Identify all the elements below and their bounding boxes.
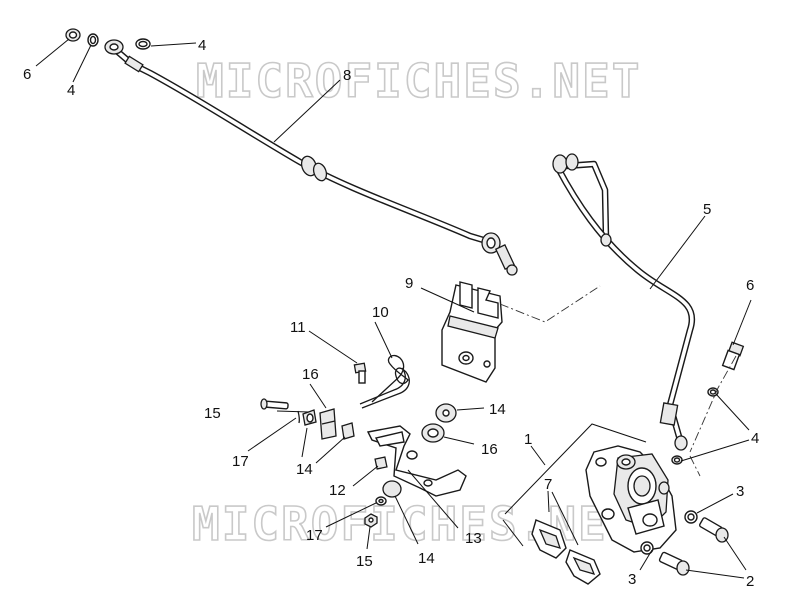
watermark-top: MICROFICHES.NET — [196, 54, 641, 108]
caliper-bolt-part — [658, 551, 690, 576]
washer-part — [375, 496, 387, 506]
part-label-3: 3 — [628, 571, 636, 588]
brake-caliper-part — [585, 445, 677, 553]
rear-brake-hose-part — [552, 153, 696, 451]
part-label-9: 9 — [405, 275, 413, 292]
part-label-3: 3 — [736, 483, 744, 500]
part-label-15: 15 — [356, 553, 373, 570]
part-label-4: 4 — [67, 82, 75, 99]
part-label-6: 6 — [23, 66, 31, 83]
part-number-labels: 6 4 4 8 9 10 11 16 15 17 14 14 16 12 13 … — [23, 37, 759, 590]
part-label-14: 14 — [296, 461, 313, 478]
caliper-bolt-part — [699, 517, 729, 543]
hydraulic-bracket-part — [441, 281, 503, 383]
sealing-washer-part — [87, 33, 99, 47]
part-label-6: 6 — [746, 277, 754, 294]
part-label-4: 4 — [751, 430, 759, 447]
retaining-clip-part — [297, 410, 301, 424]
part-label-16: 16 — [302, 366, 319, 383]
part-label-10: 10 — [372, 304, 389, 321]
part-label-13: 13 — [465, 530, 482, 547]
banjo-bolt-part — [721, 341, 745, 371]
rubber-grommet-part — [435, 403, 457, 423]
screw-part — [353, 362, 367, 384]
assembly-axis-lines — [499, 285, 737, 477]
part-label-1: 1 — [524, 431, 532, 448]
part-label-11: 11 — [290, 319, 306, 336]
part-label-2: 2 — [746, 573, 754, 590]
hose-grommet-part — [300, 155, 328, 182]
part-label-14: 14 — [489, 401, 506, 418]
nut-part — [364, 513, 378, 528]
front-brake-hose-part — [104, 39, 518, 276]
watermark-bottom: MICROFICHES.NET — [192, 497, 637, 551]
washer-part — [684, 510, 698, 524]
spacer-part — [374, 456, 388, 470]
sealing-washer-part — [707, 387, 719, 397]
spacer-bush-part — [421, 423, 445, 443]
part-label-12: 12 — [329, 482, 346, 499]
part-label-5: 5 — [703, 201, 711, 218]
banjo-fitting-part — [104, 39, 124, 55]
part-label-17: 17 — [232, 453, 249, 470]
part-label-14: 14 — [418, 550, 435, 567]
part-label-7: 7 — [544, 476, 552, 493]
part-label-8: 8 — [343, 67, 351, 84]
rubber-grommet-part — [341, 422, 355, 440]
mounting-bracket-part — [366, 425, 467, 497]
rubber-grommet-part — [302, 409, 317, 426]
part-label-17: 17 — [306, 527, 323, 544]
spring-clip-part — [359, 354, 410, 409]
spacer-bush-part — [319, 408, 337, 440]
part-label-16: 16 — [481, 441, 498, 458]
sealing-washer-part — [135, 38, 151, 50]
leader-lines — [35, 38, 752, 579]
pin-part — [260, 398, 289, 410]
brake-pad-part — [531, 519, 601, 585]
sealing-washer-part — [671, 455, 683, 465]
banjo-bolt-part — [65, 28, 81, 42]
part-label-4: 4 — [198, 37, 206, 54]
washer-part — [640, 541, 654, 555]
rubber-grommet-part — [382, 480, 402, 498]
part-label-15: 15 — [204, 405, 221, 422]
